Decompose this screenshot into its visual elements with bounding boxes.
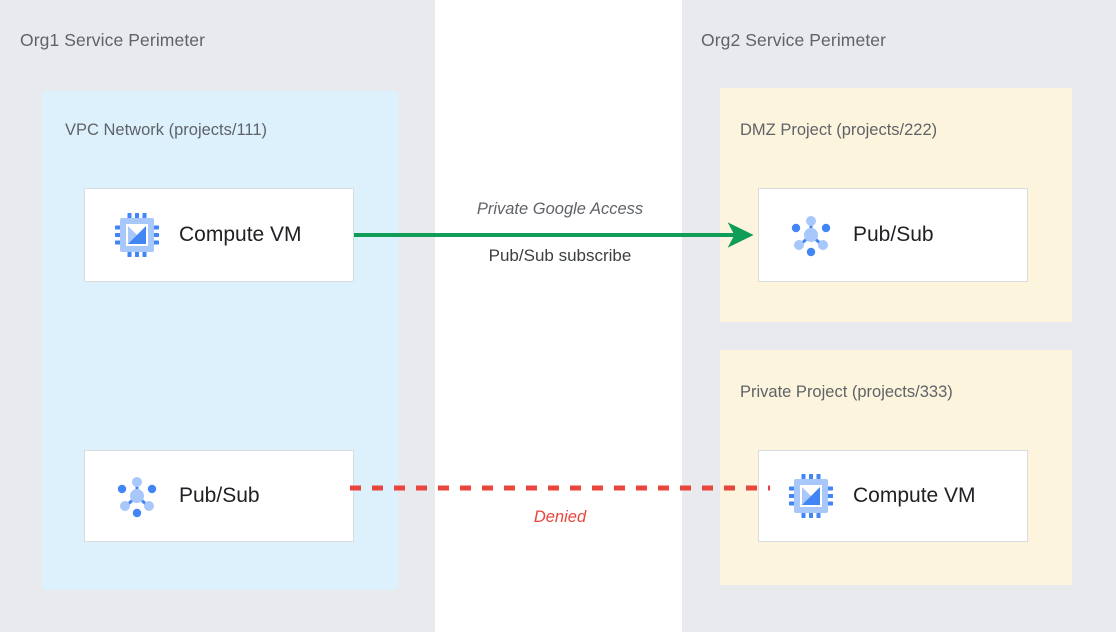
pubsub-nodes-icon	[113, 472, 161, 520]
service-card-pubsub-dmz-label: Pub/Sub	[853, 223, 934, 246]
pubsub-nodes-icon	[787, 211, 835, 259]
connector-denied	[350, 485, 770, 491]
zone-private-project-title: Private Project (projects/333)	[740, 383, 953, 401]
compute-vm-chip-icon	[787, 472, 835, 520]
edge-label-private-google-access: Private Google Access	[476, 200, 644, 218]
service-card-compute-vm-org1[interactable]: Compute VM	[84, 188, 354, 282]
compute-vm-chip-icon	[113, 211, 161, 259]
zone-dmz-project-title: DMZ Project (projects/222)	[740, 121, 938, 139]
perimeter-org1: Org1 Service Perimeter VPC Network (proj…	[0, 0, 435, 632]
edge-label-pubsub-subscribe: Pub/Sub subscribe	[488, 246, 632, 265]
perimeter-org2-title: Org2 Service Perimeter	[701, 30, 887, 50]
perimeter-org1-title: Org1 Service Perimeter	[20, 30, 206, 50]
service-card-compute-vm-org1-label: Compute VM	[179, 223, 302, 246]
service-card-pubsub-org1[interactable]: Pub/Sub	[84, 450, 354, 542]
service-card-pubsub-org1-label: Pub/Sub	[179, 484, 260, 507]
zone-vpc-network-title: VPC Network (projects/111)	[65, 121, 268, 139]
edge-label-denied: Denied	[533, 508, 587, 526]
service-card-compute-vm-private[interactable]: Compute VM	[758, 450, 1028, 542]
connector-allowed-pubsub-subscribe	[354, 222, 754, 248]
service-card-compute-vm-private-label: Compute VM	[853, 484, 976, 507]
service-card-pubsub-dmz[interactable]: Pub/Sub	[758, 188, 1028, 282]
